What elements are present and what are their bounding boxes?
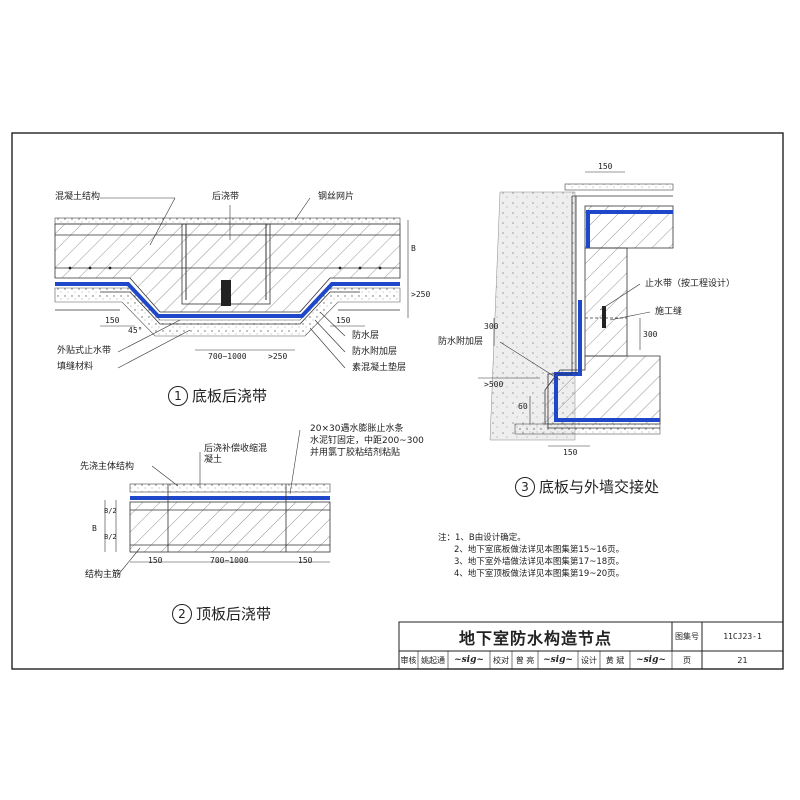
reviewer-signature: ~sig~ xyxy=(454,655,484,665)
d3-dim-bot150: 150 xyxy=(563,448,578,457)
d1-caption-text: 底板后浇带 xyxy=(192,387,268,405)
d3-caption-number: 3 xyxy=(515,476,535,497)
title-block-grid xyxy=(398,621,784,670)
checker-signature: ~sig~ xyxy=(543,655,573,665)
title-block-atlas-no: 11CJ23-1 xyxy=(723,632,762,641)
d2-dim-b: B xyxy=(92,524,97,533)
d2-dim-150b: 150 xyxy=(298,556,313,565)
title-block-page-no: 21 xyxy=(737,655,748,665)
title-block-designer: 黄 斌 xyxy=(605,655,625,665)
d2-label-first-pour: 先浇主体结构 xyxy=(80,462,135,472)
d3-caption: 3 底板与外墙交接处 xyxy=(515,476,659,497)
d3-dim-top150: 150 xyxy=(598,162,613,171)
note-3: 3、地下室外墙做法详见本图集第17~18页。 xyxy=(454,557,625,567)
d2-label-note-line2: 水泥钉固定，中距200~300 xyxy=(310,436,424,446)
note-1: 注：1、B由设计确定。 xyxy=(438,533,526,543)
d1-label-concrete-structure: 混凝土结构 xyxy=(55,192,101,202)
d2-caption-number: 2 xyxy=(172,603,192,624)
d3-dim-300: 300 xyxy=(484,322,499,331)
d1-dim-150b: 150 xyxy=(336,316,351,325)
title-block-reviewer: 姚起通 xyxy=(421,655,445,665)
d2-dim-span: 700~1000 xyxy=(210,556,249,565)
d1-dim-250: >250 xyxy=(268,352,288,361)
d2-dim-150a: 150 xyxy=(148,556,163,565)
d1-label-plain-concrete-cushion: 素混凝土垫层 xyxy=(352,363,407,373)
note-2: 2、地下室底板做法详见本图集第15~16页。 xyxy=(454,545,625,555)
sheet-border xyxy=(11,132,784,670)
d3-dim-60: 60 xyxy=(518,402,528,411)
d3-label-waterstop: 止水带（按工程设计） xyxy=(645,279,736,289)
detail2-drawing xyxy=(104,429,331,576)
detail1-drawing xyxy=(54,197,409,369)
designer-signature: ~sig~ xyxy=(636,655,666,665)
d1-caption-number: 1 xyxy=(168,385,188,406)
d1-caption: 1 底板后浇带 xyxy=(168,385,267,406)
d1-dim-150a: 150 xyxy=(105,316,120,325)
d1-label-waterproof-reinforcement: 防水附加层 xyxy=(352,347,398,357)
d2-label-post-pour-concrete: 后浇补偿收缩混凝土 xyxy=(204,444,268,465)
notes-block: 注：1、B由设计确定。 2、地下室底板做法详见本图集第15~16页。 3、地下室… xyxy=(438,532,624,580)
d3-dim-300b: 300 xyxy=(643,330,658,339)
d2-dim-b2b: B/2 xyxy=(104,533,117,541)
d3-label-waterproof-reinforcement: 防水附加层 xyxy=(438,337,484,347)
d1-label-external-waterstop: 外贴式止水带 xyxy=(57,346,112,356)
d1-label-steel-mesh: 钢丝网片 xyxy=(318,192,355,202)
title-block-page-label: 页 xyxy=(683,655,691,665)
d3-dim-500: >500 xyxy=(484,380,504,389)
d2-label-note-line3: 并用氯丁胶粘结剂粘贴 xyxy=(310,448,401,458)
title-block-title: 地下室防水构造节点 xyxy=(458,628,612,648)
title-block-checker: 曾 亮 xyxy=(515,655,535,665)
d3-caption-text: 底板与外墙交接处 xyxy=(539,478,660,496)
d1-dim-h250: >250 xyxy=(411,290,431,299)
d1-dim-angle: 45° xyxy=(128,326,143,335)
d1-label-waterproof-layer: 防水层 xyxy=(352,331,380,341)
title-block-check-label: 校对 xyxy=(493,655,509,665)
d1-label-post-pour-strip: 后浇带 xyxy=(212,192,240,202)
title-block-review-label: 审核 xyxy=(400,655,417,665)
d2-label-main-rebar: 结构主筋 xyxy=(85,570,122,580)
d2-dim-b2a: B/2 xyxy=(104,507,117,515)
d2-label-note-line1: 20×30遇水膨胀止水条 xyxy=(310,424,404,434)
d2-caption: 2 顶板后浇带 xyxy=(172,603,271,624)
note-4: 4、地下室顶板做法详见本图集第19~20页。 xyxy=(454,569,625,579)
title-block-design-label: 设计 xyxy=(581,655,597,665)
title-block-atlas-label: 图集号 xyxy=(675,632,699,641)
d1-dim-h: B xyxy=(411,244,416,253)
d1-dim-span: 700~1000 xyxy=(208,352,247,361)
d2-caption-text: 顶板后浇带 xyxy=(196,605,272,623)
d3-label-construction-joint: 施工缝 xyxy=(655,307,683,317)
d1-label-filler: 填缝材料 xyxy=(57,362,94,372)
detail3-drawing xyxy=(478,171,674,447)
